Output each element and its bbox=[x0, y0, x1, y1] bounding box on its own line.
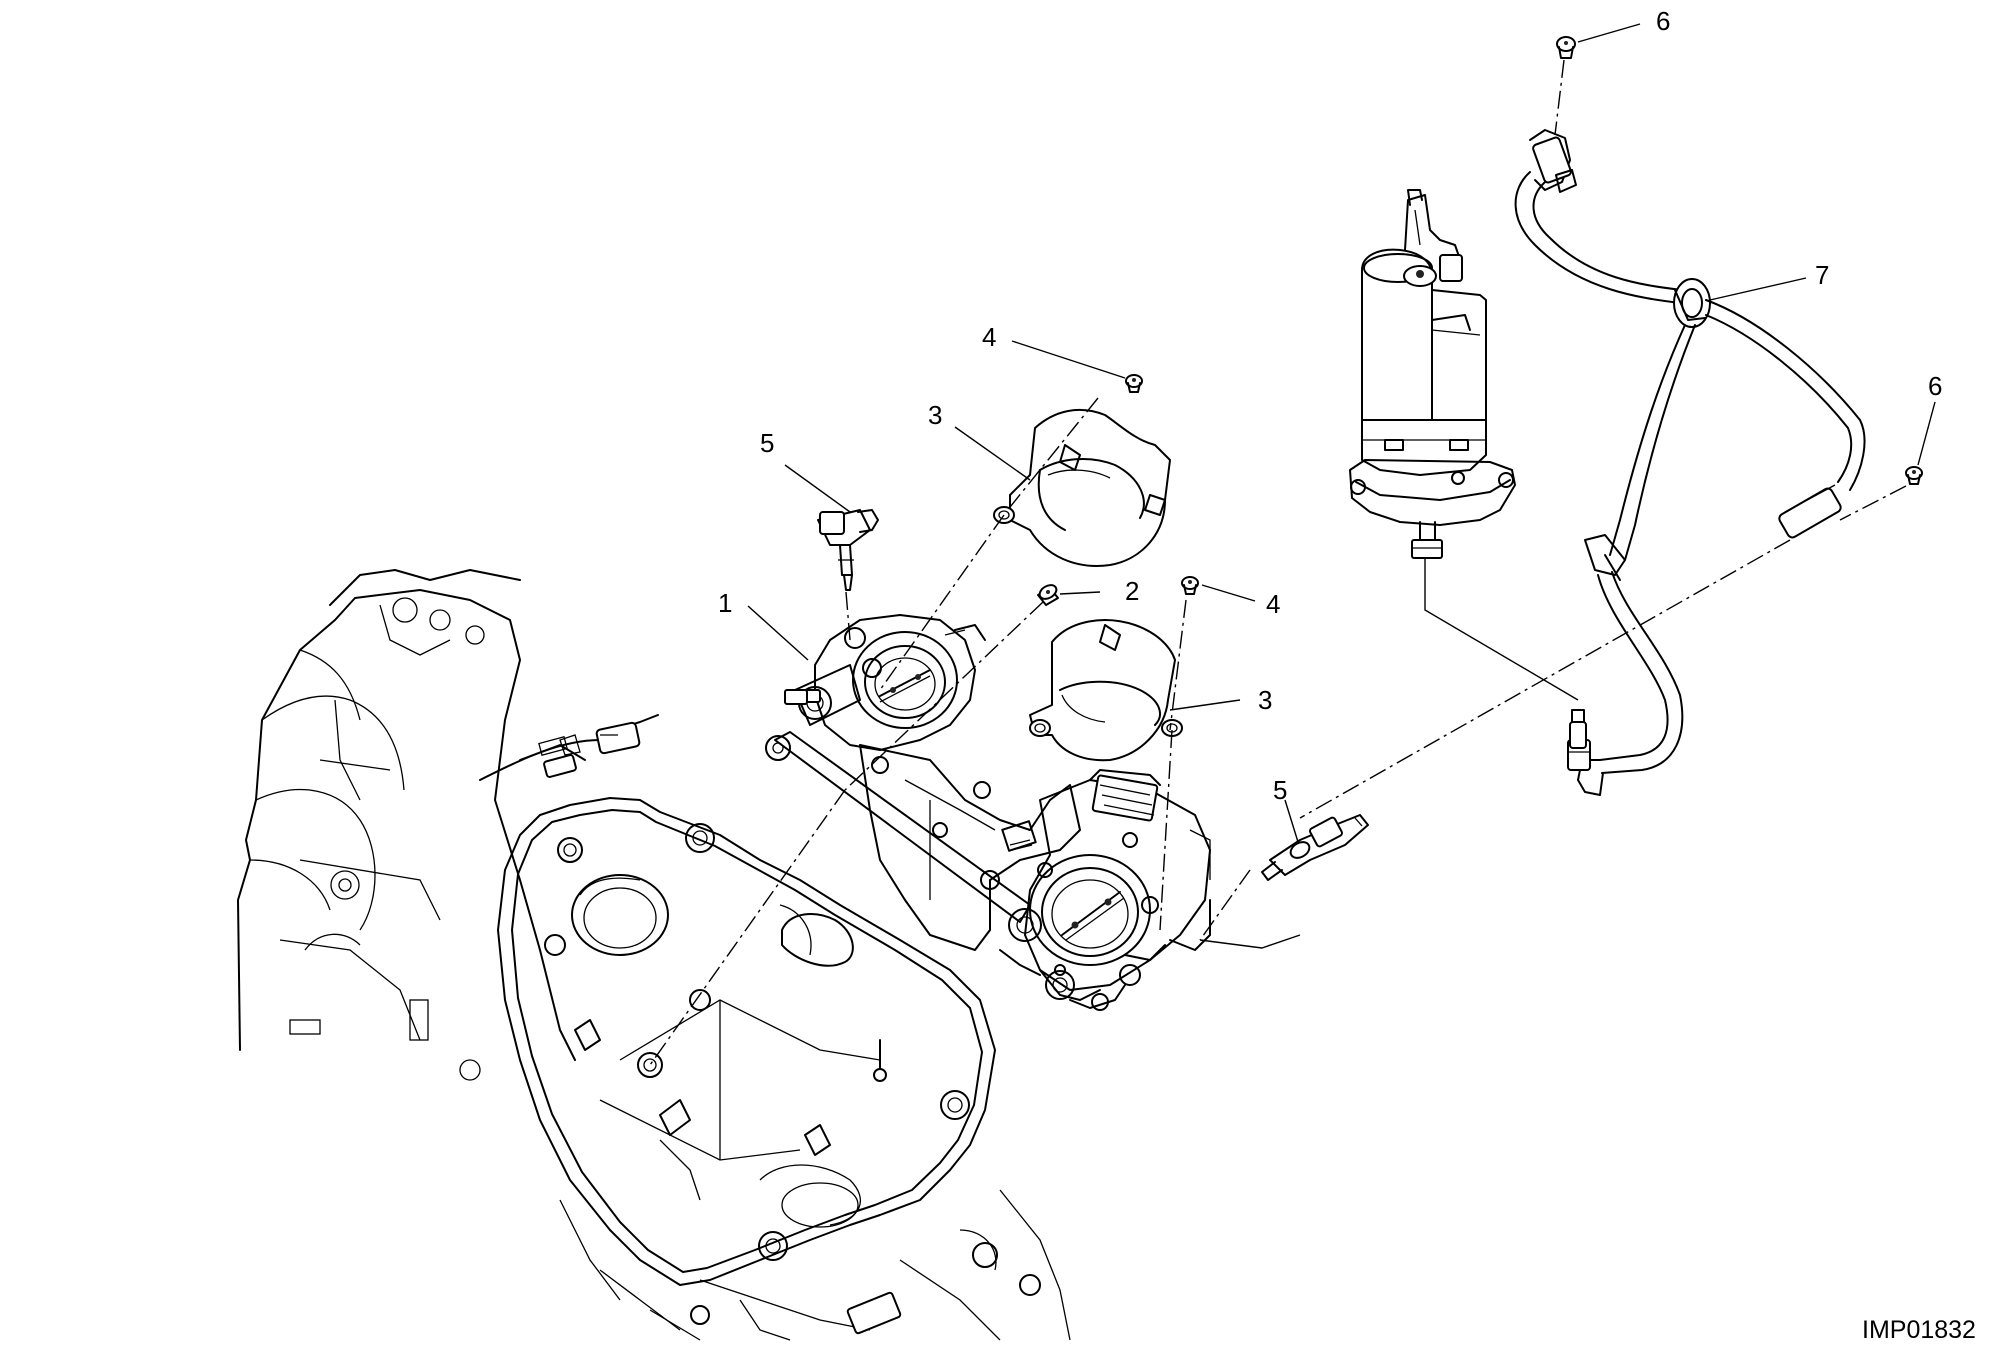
throttle-body-assembly bbox=[765, 614, 1211, 1011]
callout-6-top: 6 bbox=[1656, 6, 1670, 36]
screw-6-right bbox=[1905, 466, 1923, 485]
callout-3-upper: 3 bbox=[928, 400, 942, 430]
screw-6-top bbox=[1556, 36, 1576, 59]
fuel-hose-assembly bbox=[1514, 129, 1866, 796]
assembly-dashed-lines bbox=[649, 59, 1907, 1066]
cylinder-head-cover bbox=[497, 797, 1071, 1341]
callout-2: 2 bbox=[1125, 576, 1139, 606]
intake-ring-lower bbox=[1029, 619, 1183, 762]
callout-labels: 1 2 3 3 4 4 5 5 6 6 7 bbox=[718, 6, 1942, 805]
callout-leaders bbox=[747, 23, 1936, 843]
screw-4-upper bbox=[1125, 374, 1143, 393]
screw-2 bbox=[1037, 584, 1059, 606]
fuel-pump bbox=[1349, 189, 1516, 559]
sensor-5-upper bbox=[817, 509, 879, 591]
callout-6-right: 6 bbox=[1928, 371, 1942, 401]
callout-5-upper: 5 bbox=[760, 428, 774, 458]
callout-1: 1 bbox=[718, 588, 732, 618]
callout-5-lower: 5 bbox=[1273, 775, 1287, 805]
engine-head-assembly bbox=[237, 569, 659, 1081]
screw-4-lower bbox=[1181, 576, 1199, 595]
callout-3-lower: 3 bbox=[1258, 685, 1272, 715]
sensor-5-lower bbox=[1261, 814, 1369, 881]
callout-4-upper: 4 bbox=[982, 322, 996, 352]
callout-4-lower: 4 bbox=[1266, 589, 1280, 619]
drawing-code: IMP01832 bbox=[1862, 1316, 1976, 1344]
intake-ring-upper bbox=[993, 408, 1171, 567]
callout-7: 7 bbox=[1815, 260, 1829, 290]
